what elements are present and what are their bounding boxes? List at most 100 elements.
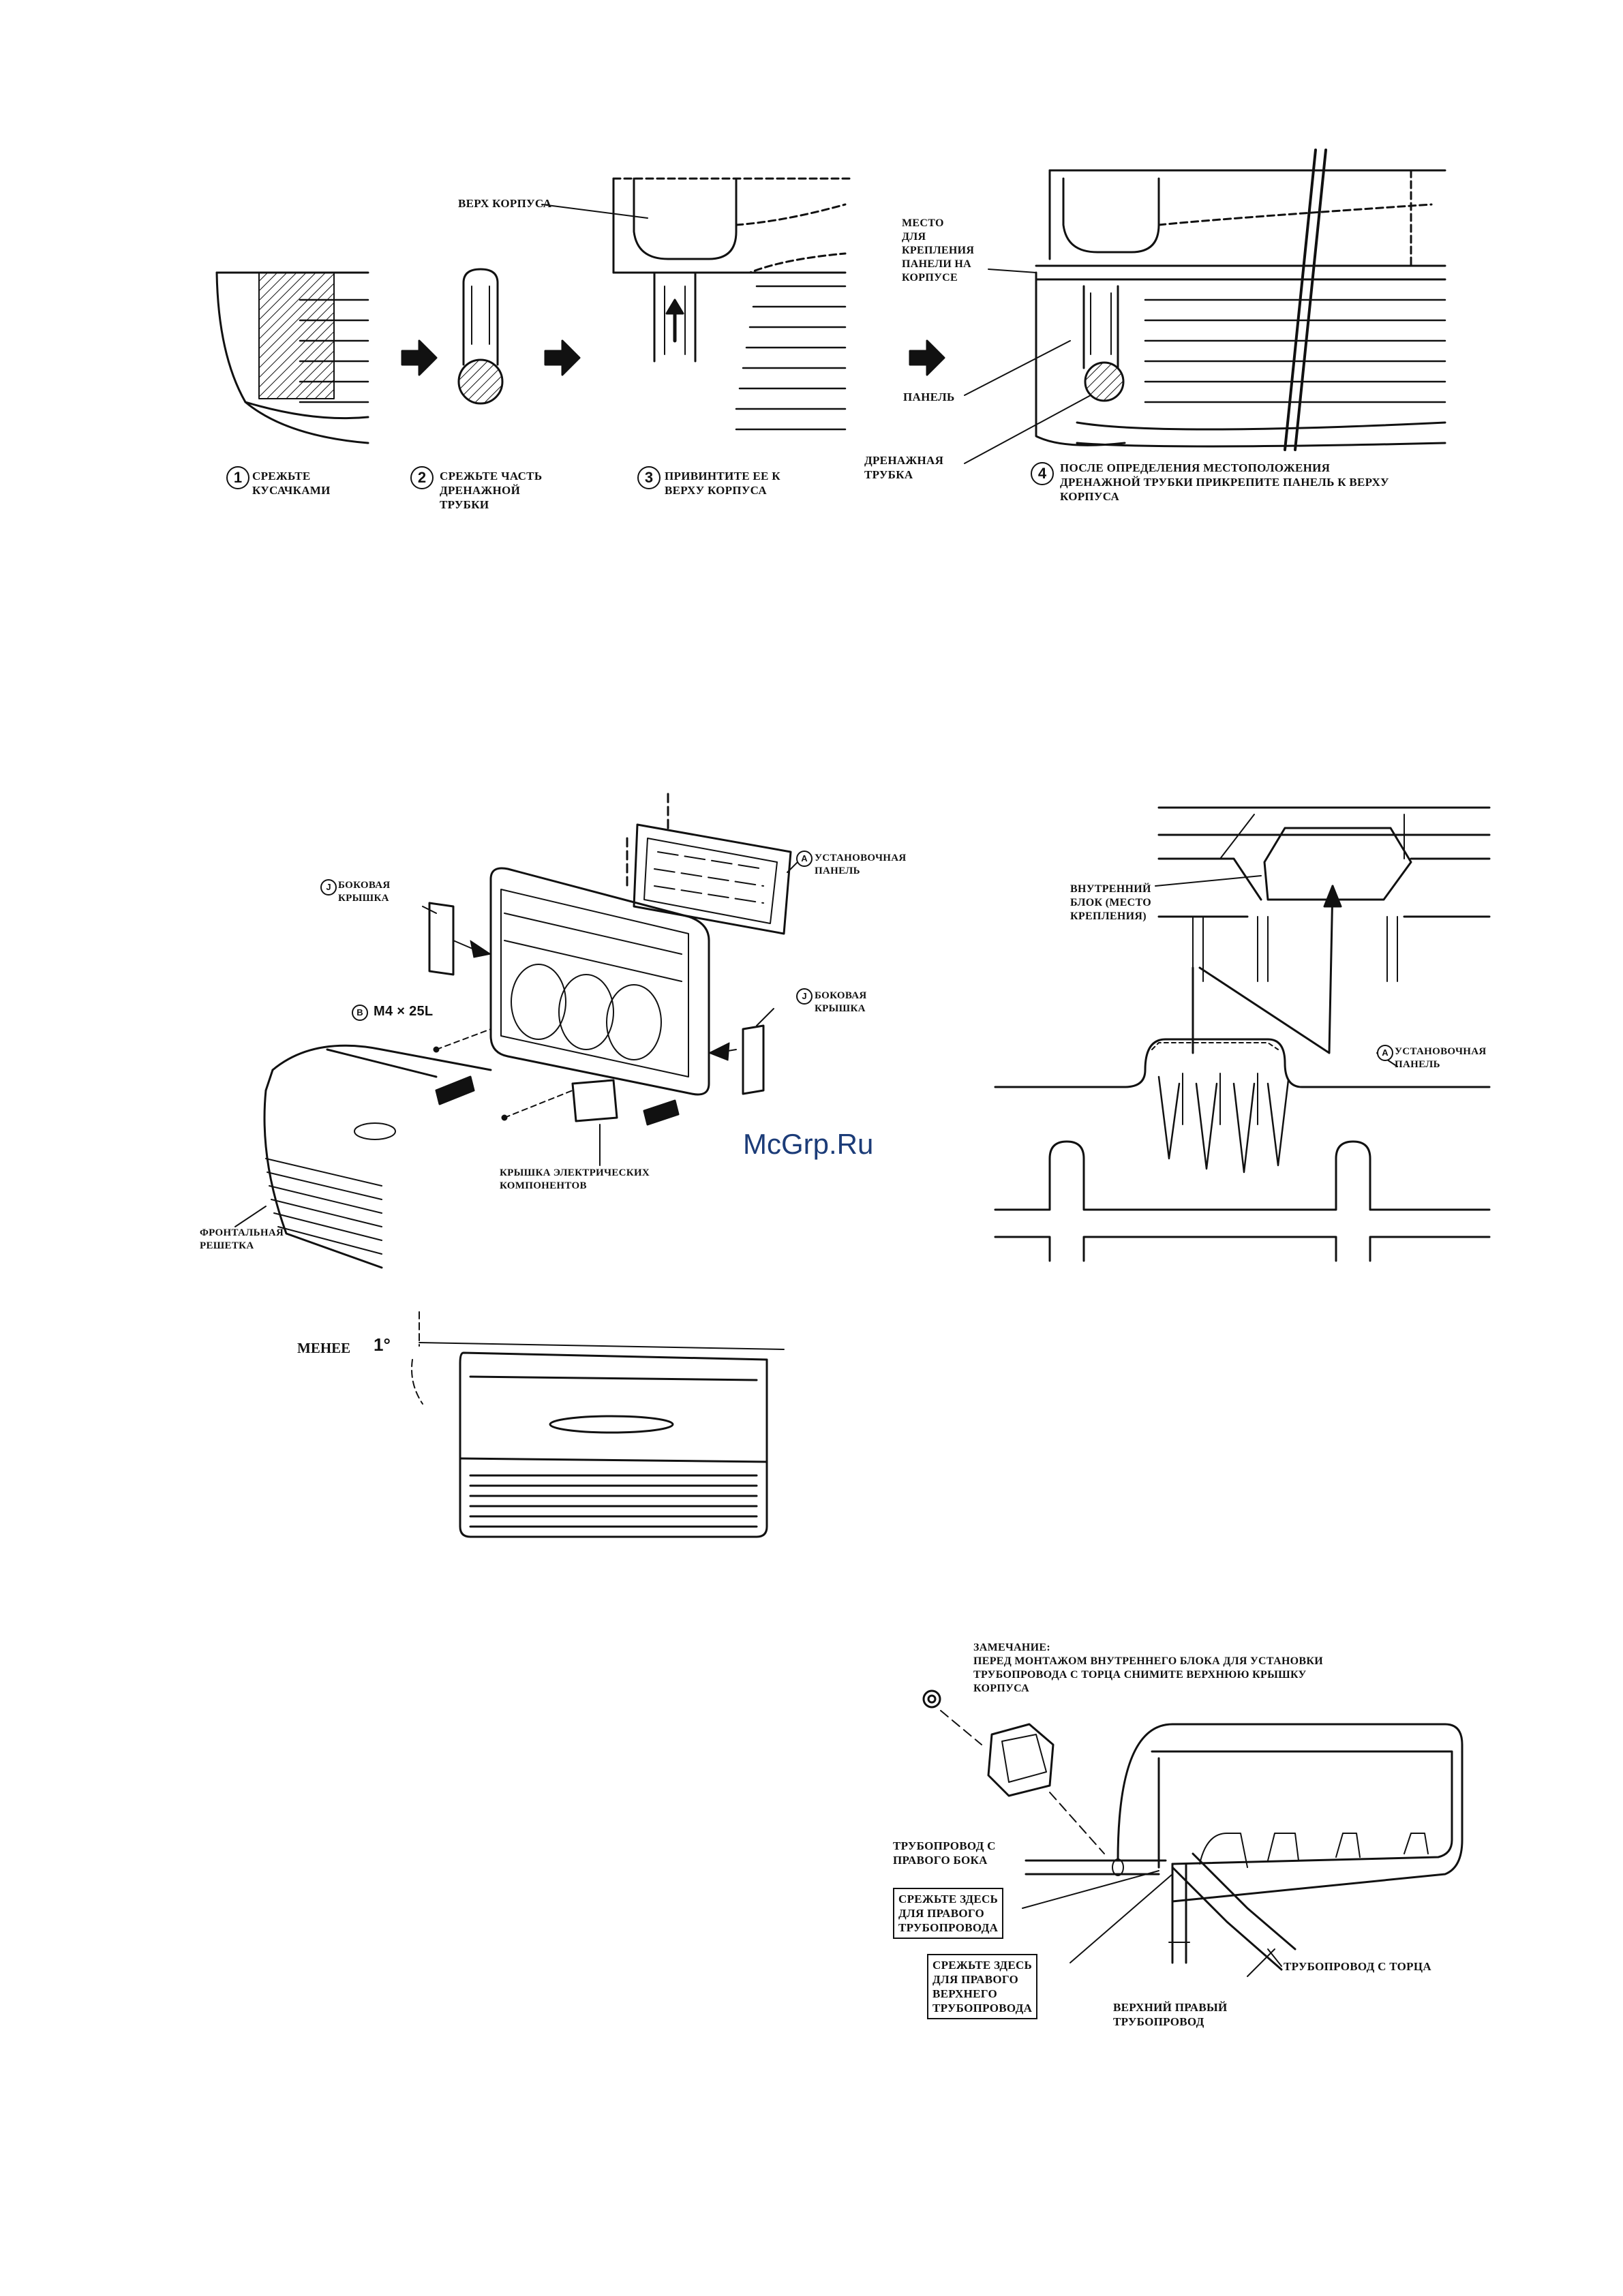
label-line: ТРУБКА: [864, 468, 913, 481]
label-line: ПОСЛЕ ОПРЕДЕЛЕНИЯ МЕСТОПОЛОЖЕНИЯ: [1060, 461, 1331, 474]
fig5-label-right-side-pipe: ТРУБОПРОВОД С ПРАВОГО БОКА: [893, 1839, 996, 1867]
fig1-label-mount-place: МЕСТО ДЛЯ КРЕПЛЕНИЯ ПАНЕЛИ НА КОРПУСЕ: [902, 217, 974, 285]
watermark: McGrp.Ru: [743, 1128, 874, 1160]
fig1-arrow-3: [909, 339, 945, 376]
label-line: ПРАВОГО БОКА: [893, 1854, 988, 1867]
label-line: ПАНЕЛИ НА: [902, 258, 971, 270]
fig2-label-elec-cover: КРЫШКА ЭЛЕКТРИЧЕСКИХ КОМПОНЕНТОВ: [500, 1167, 650, 1193]
label-line: КУСАЧКАМИ: [252, 484, 331, 497]
label-line: ФРОНТАЛЬНАЯ: [200, 1227, 284, 1238]
label-line: ДЛЯ ПРАВОГО: [932, 1973, 1019, 1986]
label-line: ДРЕНАЖНАЯ: [864, 454, 944, 467]
fig1-step3-text: ПРИВИНТИТЕ ЕЕ К ВЕРХУ КОРПУСА: [665, 469, 780, 498]
fig5-drawing: [922, 1689, 1463, 1971]
fig1-leaders: [541, 204, 1091, 464]
fig3-drawing: [994, 806, 1491, 1262]
fig1-step1-text: СРЕЖЬТЕ КУСАЧКАМИ: [252, 469, 331, 498]
label-line: БОКОВАЯ: [338, 880, 391, 891]
step-number-2: 2: [410, 466, 434, 489]
fig1-step2-drawing: [457, 268, 504, 405]
label-line: КРЫШКА: [815, 1003, 866, 1014]
label-line: СРЕЖЬТЕ ЗДЕСЬ: [898, 1893, 999, 1905]
fig1-label-top-of-body: ВЕРХ КОРПУСА: [458, 196, 551, 211]
label-line: ВЕРХНИЙ ПРАВЫЙ: [1113, 2001, 1228, 2014]
fig1-step3-drawing: [612, 177, 853, 431]
note-line: ЗАМЕЧАНИЕ:: [973, 1642, 1050, 1653]
fig1-step4-drawing: [1035, 149, 1446, 451]
note-line: ТРУБОПРОВОДА С ТОРЦА СНИМИТЕ ВЕРХНЮЮ КРЫ…: [973, 1669, 1307, 1681]
marker-b-screw: B: [352, 1005, 368, 1021]
label-text: ТРУБОПРОВОД С ТОРЦА: [1284, 1960, 1431, 1973]
label-line: СРЕЖЬТЕ ЧАСТЬ: [440, 470, 543, 483]
label-text: ВЕРХ КОРПУСА: [458, 197, 552, 210]
label-line: ТРУБОПРОВОД: [1113, 2015, 1204, 2028]
fig1-step4-text: ПОСЛЕ ОПРЕДЕЛЕНИЯ МЕСТОПОЛОЖЕНИЯ ДРЕНАЖН…: [1060, 461, 1389, 504]
fig1-step2-text: СРЕЖЬТЕ ЧАСТЬ ДРЕНАЖНОЙ ТРУБКИ: [440, 469, 542, 512]
marker-a-fig3: A: [1377, 1045, 1393, 1061]
label-line: БОКОВАЯ: [815, 990, 867, 1001]
fig2-label-screw: M4 × 25L: [374, 1005, 433, 1019]
fig5-box-cut-right: СРЕЖЬТЕ ЗДЕСЬ ДЛЯ ПРАВОГО ТРУБОПРОВОДА: [893, 1888, 1004, 1939]
label-line: КРЕПЛЕНИЯ): [1070, 910, 1147, 922]
fig1-arrow-1: [401, 339, 438, 376]
label-line: УСТАНОВОЧНАЯ: [1395, 1046, 1487, 1057]
label-line: СРЕЖЬТЕ ЗДЕСЬ: [932, 1959, 1033, 1972]
label-line: КОРПУСЕ: [902, 272, 958, 284]
fig4-label-angle: 1°: [374, 1334, 391, 1355]
label-line: РЕШЕТКА: [200, 1240, 254, 1251]
label-line: ВЕРХУ КОРПУСА: [665, 484, 767, 497]
note-line: КОРПУСА: [973, 1683, 1030, 1694]
label-line: ДЛЯ ПРАВОГО: [898, 1907, 985, 1920]
fig5-leaders: [1022, 1870, 1282, 1977]
label-line: КРЫШКА ЭЛЕКТРИЧЕСКИХ: [500, 1167, 650, 1178]
fig1-label-panel: ПАНЕЛЬ: [903, 390, 955, 404]
fig5-label-end-pipe: ТРУБОПРОВОД С ТОРЦА: [1284, 1959, 1431, 1974]
label-line: ТРУБОПРОВОДА: [932, 2002, 1033, 2015]
label-line: ПАНЕЛЬ: [815, 866, 860, 876]
fig5-note: ЗАМЕЧАНИЕ: ПЕРЕД МОНТАЖОМ ВНУТРЕННЕГО БЛ…: [973, 1641, 1323, 1696]
fig2-label-side-cover-left: БОКОВАЯ КРЫШКА: [338, 879, 390, 905]
label-line: КРЕПЛЕНИЯ: [902, 245, 975, 256]
label-line: МЕСТО: [902, 217, 944, 229]
label-line: БЛОК (МЕСТО: [1070, 897, 1152, 908]
step-number-1: 1: [226, 466, 249, 489]
fig3-leaders: [1155, 875, 1398, 1067]
step-number-3: 3: [637, 466, 661, 489]
marker-j-side-cover-right: J: [796, 988, 813, 1005]
label-line: ТРУБКИ: [440, 498, 489, 511]
label-line: СРЕЖЬТЕ: [252, 470, 311, 483]
label-text: ПАНЕЛЬ: [903, 391, 955, 403]
label-line: УСТАНОВОЧНАЯ: [815, 853, 907, 863]
label-line: ДЛЯ: [902, 231, 926, 243]
fig3-label-indoor-unit: ВНУТРЕННИЙ БЛОК (МЕСТО КРЕПЛЕНИЯ): [1070, 883, 1151, 923]
fig3-label-mount-panel: УСТАНОВОЧНАЯ ПАНЕЛЬ: [1395, 1045, 1487, 1071]
fig2-label-front-grille: ФРОНТАЛЬНАЯ РЕШЕТКА: [200, 1227, 284, 1253]
fig2-label-mount-panel: УСТАНОВОЧНАЯ ПАНЕЛЬ: [815, 852, 907, 878]
label-line: КРЫШКА: [338, 893, 389, 904]
fig5-box-cut-upper-right: СРЕЖЬТЕ ЗДЕСЬ ДЛЯ ПРАВОГО ВЕРХНЕГО ТРУБО…: [927, 1954, 1038, 2019]
fig2-label-side-cover-right: БОКОВАЯ КРЫШКА: [815, 990, 866, 1015]
label-line: ПАНЕЛЬ: [1395, 1059, 1440, 1070]
label-line: ПРИВИНТИТЕ ЕЕ К: [665, 470, 780, 483]
fig4-label-less-than: МЕНЕЕ: [297, 1340, 351, 1356]
marker-j-side-cover-left: J: [320, 879, 337, 896]
fig2-drawing: [263, 793, 792, 1269]
marker-a-mount-panel: A: [796, 851, 813, 867]
label-line: ТРУБОПРОВОДА: [898, 1921, 999, 1934]
label-text: M4 × 25L: [374, 1004, 434, 1019]
label-line: ТРУБОПРОВОД С: [893, 1839, 996, 1852]
fig1-step1-drawing: [215, 271, 369, 444]
label-line: ВНУТРЕННИЙ: [1070, 883, 1151, 895]
fig1-label-drain-tube: ДРЕНАЖНАЯ ТРУБКА: [864, 453, 943, 482]
label-line: ДРЕНАЖНОЙ: [440, 484, 521, 497]
step-number-4: 4: [1031, 462, 1054, 485]
label-line: КОРПУСА: [1060, 490, 1120, 503]
fig4-drawing: [411, 1311, 785, 1538]
fig1-arrow-2: [544, 339, 581, 376]
fig5-label-upper-right-pipe: ВЕРХНИЙ ПРАВЫЙ ТРУБОПРОВОД: [1113, 2000, 1228, 2029]
label-line: ДРЕНАЖНОЙ ТРУБКИ ПРИКРЕПИТЕ ПАНЕЛЬ К ВЕР…: [1060, 476, 1389, 489]
label-line: КОМПОНЕНТОВ: [500, 1180, 587, 1191]
label-line: ВЕРХНЕГО: [932, 1987, 998, 2000]
note-line: ПЕРЕД МОНТАЖОМ ВНУТРЕННЕГО БЛОКА ДЛЯ УСТ…: [973, 1655, 1324, 1667]
